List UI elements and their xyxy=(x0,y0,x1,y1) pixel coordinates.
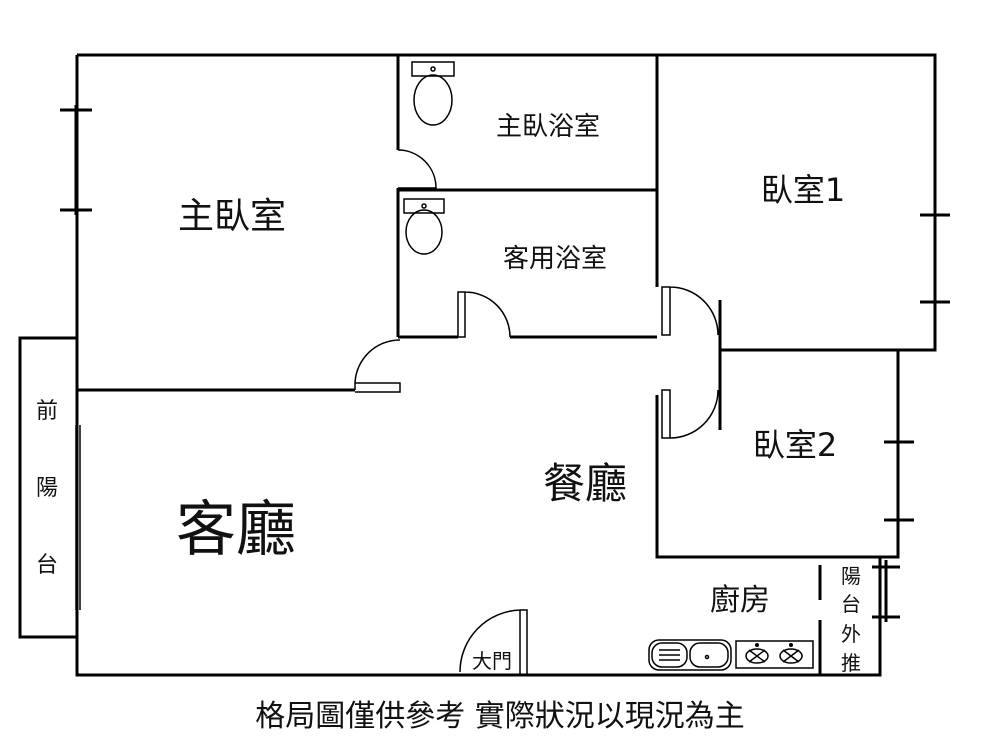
room-label-guest-bath: 客用浴室 xyxy=(503,244,607,274)
room-label-front-balcony-1: 前 xyxy=(36,399,58,424)
room-label-front-balcony-3: 台 xyxy=(36,553,58,578)
room-label-master-bath: 主臥浴室 xyxy=(496,112,600,142)
room-label-living: 客廳 xyxy=(176,495,296,565)
toilet-master-bath xyxy=(411,61,455,126)
caption: 格局圖僅供參考 實際狀況以現況為主 xyxy=(255,699,745,734)
room-label-front-balcony-2: 陽 xyxy=(36,476,58,501)
room-label-bedroom2: 臥室2 xyxy=(753,426,837,464)
room-label-master-bedroom: 主臥室 xyxy=(178,196,286,237)
room-label-balcony-extended-2: 台 xyxy=(841,592,861,616)
doors xyxy=(354,149,719,676)
room-label-dining: 餐廳 xyxy=(543,459,627,508)
kitchen-stove xyxy=(735,640,814,669)
room-label-balcony-extended-3: 外 xyxy=(841,622,861,646)
toilet-guest-bath xyxy=(403,198,445,255)
room-label-bedroom1: 臥室1 xyxy=(761,171,845,209)
main-door-label: 大門 xyxy=(472,649,512,673)
kitchen-sink xyxy=(648,639,732,671)
windows xyxy=(60,105,950,622)
walls xyxy=(18,53,937,677)
room-label-balcony-extended-4: 推 xyxy=(841,651,861,675)
room-label-kitchen: 廚房 xyxy=(710,583,770,618)
room-label-balcony-extended-1: 陽 xyxy=(841,564,861,588)
